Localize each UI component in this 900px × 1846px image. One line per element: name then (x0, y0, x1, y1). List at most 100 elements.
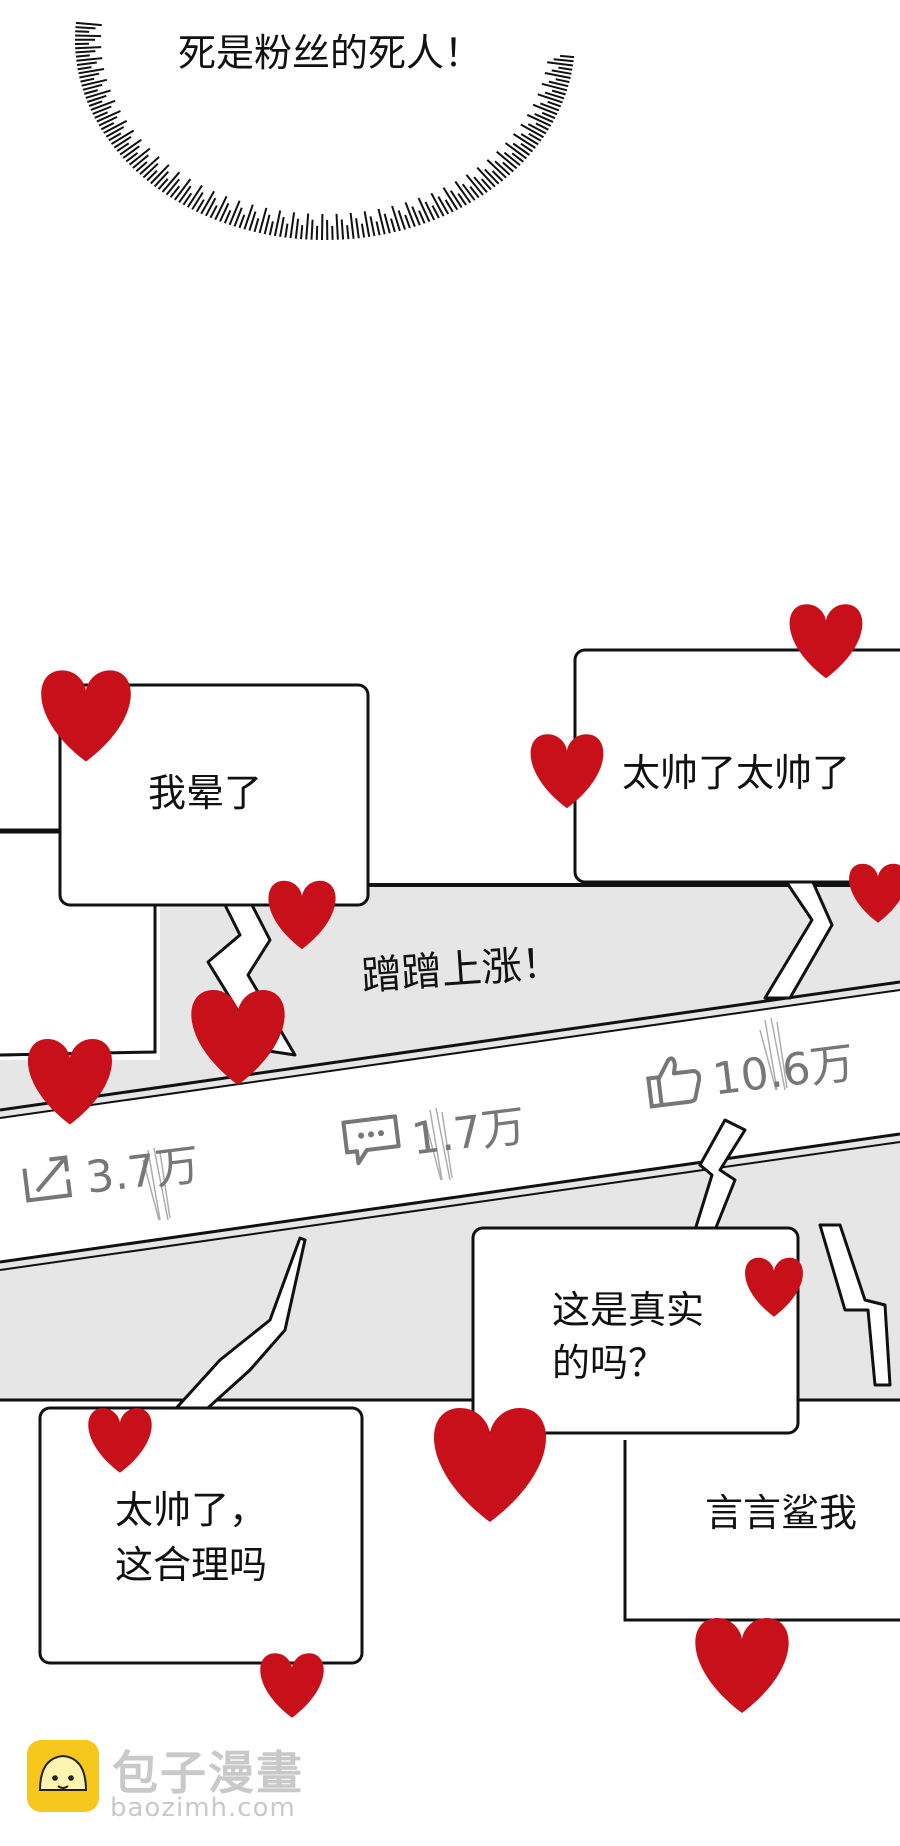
burst-stroke (96, 110, 121, 123)
burst-stroke (122, 145, 140, 159)
burst-stroke (411, 206, 421, 226)
scratch-marks (142, 1017, 788, 1221)
burst-stroke (404, 214, 411, 229)
burst-stroke (541, 82, 568, 92)
burst-stroke (284, 223, 289, 238)
burst-stroke (161, 171, 181, 193)
bubble-reasonable-line-2: 这合理吗 (115, 1543, 268, 1587)
burst-stroke (444, 199, 454, 213)
strip-line (0, 989, 900, 1119)
burst-stroke (169, 185, 181, 198)
burst-stroke (520, 123, 544, 139)
strip-line (0, 1132, 900, 1264)
burst-stroke (103, 120, 128, 134)
burst-stroke (88, 100, 103, 107)
burst-stroke (223, 209, 232, 224)
burst-stroke (125, 152, 139, 163)
shout-text: 死是粉丝的死人！ (177, 31, 482, 75)
burst-stroke (449, 190, 463, 209)
burst-stroke (78, 68, 105, 75)
burst-stroke (135, 161, 148, 172)
burst-stroke (465, 174, 484, 196)
burst-stroke (349, 212, 355, 239)
burst-stroke (340, 219, 345, 240)
stat-shares: 3.7万 (18, 1129, 202, 1214)
burst-stroke (85, 89, 111, 99)
burst-stroke (504, 142, 527, 160)
burst-stroke (90, 99, 116, 111)
burst-stroke (363, 211, 371, 237)
burst-stroke (128, 147, 151, 166)
burst-stroke (253, 218, 260, 233)
burst-stroke (119, 138, 142, 156)
burst-stroke (476, 166, 496, 188)
heart-icon (530, 734, 604, 809)
burst-stroke (375, 221, 381, 236)
stats-strip (0, 990, 900, 1262)
burst-stroke (76, 57, 103, 62)
bubble-yanyan-text: 言言鲨我 (705, 1491, 858, 1535)
burst-stroke (526, 113, 552, 127)
burst-stroke (548, 80, 569, 88)
burst-stroke (294, 218, 300, 239)
burst-stroke (205, 197, 217, 217)
strip-line (0, 980, 900, 1112)
burst-stroke (113, 135, 132, 149)
burst-stroke (555, 78, 570, 84)
burst-stroke (209, 204, 218, 219)
burst-stroke (258, 207, 268, 234)
burst-stroke (430, 192, 445, 217)
hearts (27, 604, 900, 1718)
burst-stroke (174, 178, 192, 201)
burst-stroke (528, 132, 542, 142)
burst-stroke (273, 210, 282, 237)
burst-stroke (537, 93, 563, 104)
burst-stroke (547, 61, 574, 67)
burst-stroke (75, 34, 102, 38)
bubble-is-it-real-line-1: 这是真实 (552, 1288, 705, 1332)
share-icon (19, 1153, 78, 1205)
burst-stroke (553, 58, 574, 63)
burst-stroke (82, 83, 103, 91)
bubble-so-handsome-text: 太帅了太帅了 (622, 751, 851, 795)
burst-stroke (527, 123, 547, 135)
burst-stroke (108, 132, 122, 142)
burst-stroke (512, 133, 536, 149)
burst-stroke (142, 162, 159, 179)
burst-stroke (360, 223, 366, 238)
burst-stroke (397, 210, 406, 230)
burst-stroke (520, 142, 534, 153)
burst-stroke (165, 178, 180, 196)
burst-stroke (289, 212, 296, 239)
burst-stroke (214, 195, 228, 221)
burst-stroke (75, 21, 102, 27)
burst-stroke (503, 151, 521, 166)
heart-icon (260, 1653, 324, 1718)
burst-stroke (157, 178, 169, 190)
burst-stroke (219, 202, 230, 222)
shout-burst (74, 21, 575, 241)
burst-stroke (86, 94, 107, 103)
burst-stroke (83, 89, 98, 95)
burst-stroke (75, 46, 102, 50)
burst-stroke (442, 187, 459, 211)
heart-icon (849, 863, 900, 923)
bubble-is-it-real-box (471, 1226, 800, 1435)
burst-stroke (558, 66, 573, 71)
burst-stroke (116, 142, 130, 152)
burst-stroke (431, 205, 440, 219)
burst-stroke (391, 205, 401, 232)
bubble-yanyan-box (625, 1440, 900, 1620)
burst-stroke (469, 185, 480, 199)
watermark-name: 包子漫畫 (112, 1746, 304, 1800)
burst-stroke (544, 72, 571, 79)
burst-stroke (75, 26, 96, 30)
burst-stroke (404, 202, 416, 227)
stat-likes: 10.6万 (641, 1027, 857, 1116)
speech-tails (168, 878, 892, 1417)
burst-stroke (541, 111, 556, 120)
heart-icon (191, 990, 285, 1085)
bubble-is-it-real-line-2: 的吗？ (552, 1341, 667, 1385)
burst-stroke (139, 156, 160, 176)
